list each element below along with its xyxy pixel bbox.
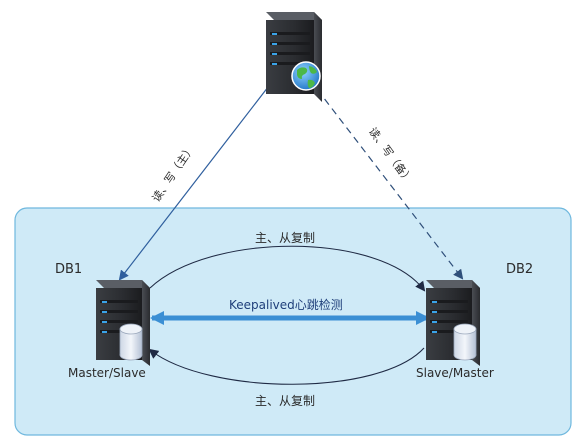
replication-top-label: 主、从复制: [255, 231, 316, 245]
heartbeat-label: Keepalived心跳检测: [229, 298, 343, 312]
replication-bottom-label: 主、从复制: [255, 394, 316, 408]
db1-role-label: Master/Slave: [68, 366, 146, 380]
rw-backup-link: [309, 79, 464, 280]
db2-label: DB2: [506, 262, 534, 277]
globe-icon: [291, 61, 321, 91]
db2-role-label: Slave/Master: [416, 366, 494, 380]
db1-label: DB1: [55, 262, 83, 277]
rw-primary-link: [118, 77, 276, 281]
replication-arc-bottom: [148, 347, 425, 385]
replication-arc-top: [149, 245, 426, 292]
db2-database-icon: [453, 323, 477, 361]
db1-database-icon: [119, 323, 143, 361]
